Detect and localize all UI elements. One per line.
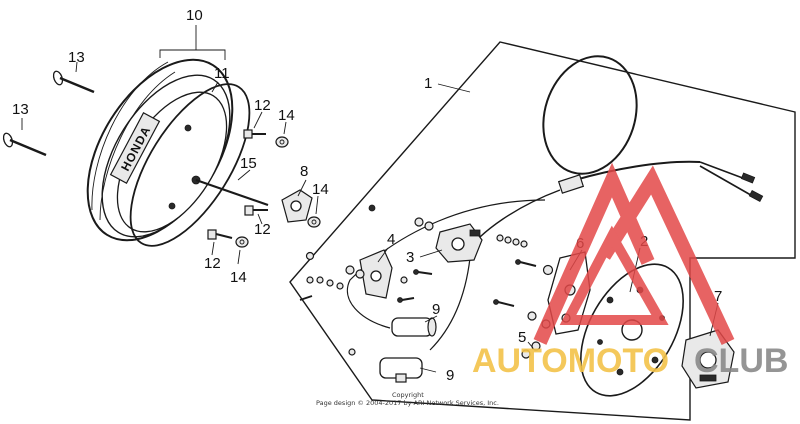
callout-10: 10 [186, 7, 203, 24]
washer-14-upper [275, 136, 289, 148]
governor-7 [681, 329, 735, 389]
callout-14-lower: 14 [230, 269, 247, 286]
callout-12-mid: 12 [254, 221, 271, 238]
callout-15: 15 [240, 155, 257, 172]
assembly-outline [289, 41, 796, 421]
callout-9-lower: 9 [446, 367, 454, 384]
callout-1: 1 [424, 75, 432, 92]
copyright-line-1: Copyright [392, 391, 424, 399]
watermark-logo [533, 162, 735, 345]
small-hardware [299, 204, 554, 359]
callout-11: 11 [214, 65, 230, 82]
contact-breaker-4 [359, 249, 393, 299]
washer-14-cam [307, 216, 321, 228]
screw-12-upper [243, 129, 266, 139]
condenser-9-lower [379, 357, 423, 383]
condenser-9-upper [391, 317, 437, 337]
bolt-15 [191, 175, 269, 207]
copyright-line-2: Page design © 2004-2017 by ARI Network S… [316, 399, 499, 407]
callout-12-lower: 12 [204, 255, 221, 272]
points-cover: HONDA [86, 58, 251, 247]
watermark-text-right: CLUB [694, 342, 788, 380]
callout-5: 5 [518, 329, 526, 346]
watermark-text-left: AUTOMOTO [472, 342, 669, 380]
callout-12-upper: 12 [254, 97, 271, 114]
callout-14-upper: 14 [278, 107, 295, 124]
screw-12-lower [207, 229, 233, 240]
callout-13-upper: 13 [68, 49, 85, 66]
callout-4: 4 [387, 231, 395, 248]
callout-9-upper: 9 [432, 301, 440, 318]
callout-7: 7 [714, 288, 722, 305]
callout-3: 3 [406, 249, 414, 266]
screw-13-upper [52, 70, 95, 94]
callout-13-lower: 13 [12, 101, 29, 118]
screw-13-lower [2, 132, 47, 157]
callout-14-mid: 14 [312, 181, 329, 198]
callout-8: 8 [300, 163, 308, 180]
washer-14-lower [235, 236, 249, 248]
cam-8 [281, 189, 313, 223]
screw-12-mid [244, 205, 268, 216]
contact-breaker-3 [435, 223, 483, 263]
